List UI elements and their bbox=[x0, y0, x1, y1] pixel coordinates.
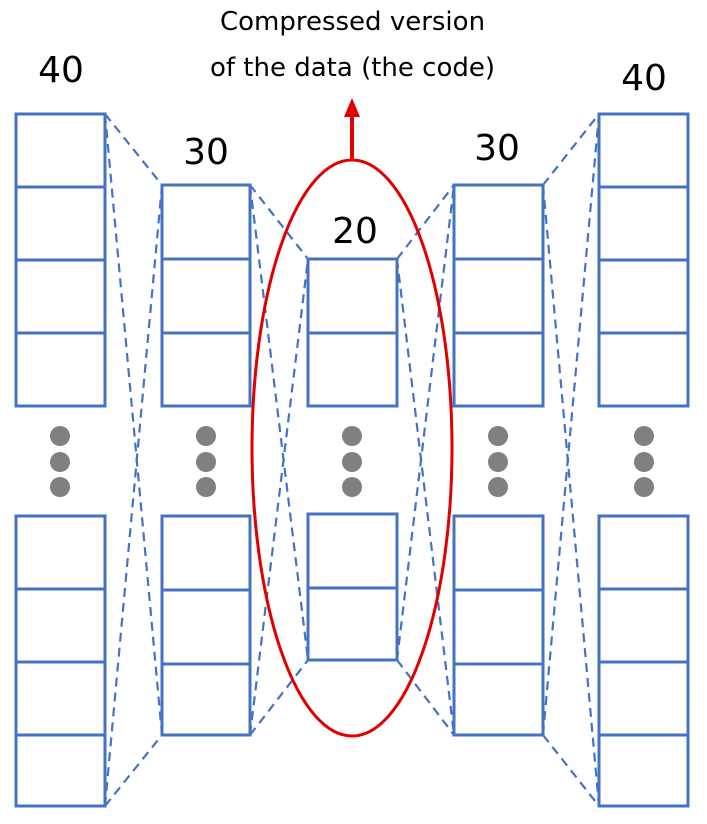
caption-line-1: Compressed version bbox=[219, 7, 486, 37]
neuron-cell bbox=[597, 587, 690, 664]
neuron-cell bbox=[306, 331, 399, 408]
connection-line bbox=[396, 184, 455, 260]
layer-2 bbox=[160, 183, 252, 737]
layer-5 bbox=[597, 112, 690, 808]
layer-size-label: 40 bbox=[38, 50, 84, 91]
ellipsis-dot bbox=[342, 426, 362, 446]
connection-line bbox=[396, 659, 455, 736]
neuron-cell bbox=[452, 588, 545, 666]
neuron-cell bbox=[452, 183, 545, 261]
layer-labels: 40 30 20 30 40 bbox=[38, 50, 667, 252]
neuron-cell bbox=[14, 514, 107, 591]
neuron-cell bbox=[597, 733, 690, 808]
neuron-cell bbox=[160, 588, 252, 666]
neuron-cell bbox=[14, 733, 107, 808]
neuron-cell bbox=[14, 258, 107, 335]
caption-line-2: of the data (the code) bbox=[209, 53, 495, 83]
ellipsis-dot bbox=[634, 426, 654, 446]
ellipsis-dot bbox=[196, 452, 216, 472]
neuron-cell bbox=[160, 257, 252, 335]
neuron-cell bbox=[597, 514, 690, 591]
connection-line bbox=[249, 659, 309, 736]
neuron-cell bbox=[597, 331, 690, 408]
neuron-cell bbox=[597, 185, 690, 262]
neuron-cell bbox=[14, 185, 107, 262]
ellipsis-dot bbox=[634, 477, 654, 497]
ellipsis-dot bbox=[196, 426, 216, 446]
connection-line bbox=[542, 734, 600, 807]
neuron-cell bbox=[14, 112, 107, 189]
connection-line bbox=[103, 184, 164, 807]
neuron-cell bbox=[452, 514, 545, 592]
neuron-cell bbox=[14, 587, 107, 664]
connection-line bbox=[104, 113, 163, 186]
neuron-cell bbox=[14, 331, 107, 408]
neuron-cell bbox=[160, 514, 252, 592]
ellipsis-dot bbox=[488, 452, 508, 472]
neuron-cell bbox=[597, 112, 690, 189]
layer-size-label: 20 bbox=[332, 211, 378, 252]
ellipsis-dot bbox=[342, 452, 362, 472]
connection-lines bbox=[103, 113, 601, 807]
ellipsis-dot bbox=[634, 452, 654, 472]
neuron-cell bbox=[160, 183, 252, 261]
neuron-cell bbox=[306, 512, 399, 590]
layer-size-label: 40 bbox=[621, 58, 667, 99]
neuron-cell bbox=[597, 660, 690, 737]
neuron-cell bbox=[306, 586, 399, 662]
connection-line bbox=[249, 184, 309, 260]
layer-4 bbox=[452, 183, 545, 737]
neuron-cell bbox=[160, 662, 252, 737]
ellipsis-dot bbox=[50, 452, 70, 472]
connection-line bbox=[248, 258, 310, 736]
arrow-up-icon bbox=[344, 98, 360, 160]
connection-line bbox=[104, 734, 163, 807]
layer-size-label: 30 bbox=[183, 132, 229, 173]
layer-size-label: 30 bbox=[474, 128, 520, 169]
layer-1 bbox=[14, 112, 107, 808]
neuron-cell bbox=[306, 257, 399, 335]
ellipsis-dot bbox=[488, 477, 508, 497]
ellipsis-dot bbox=[50, 426, 70, 446]
neuron-cell bbox=[160, 331, 252, 408]
layer-3 bbox=[306, 257, 399, 662]
connection-line bbox=[395, 258, 456, 736]
neuron-cell bbox=[597, 258, 690, 335]
connection-line bbox=[541, 113, 601, 736]
connection-line bbox=[248, 184, 310, 661]
ellipsis-dot bbox=[50, 477, 70, 497]
connection-line bbox=[542, 113, 600, 186]
neuron-cell bbox=[452, 331, 545, 408]
ellipsis-dots bbox=[50, 426, 654, 497]
neuron-cell bbox=[452, 257, 545, 335]
ellipsis-dot bbox=[196, 477, 216, 497]
neuron-cell bbox=[14, 660, 107, 737]
layer-boxes bbox=[14, 112, 690, 808]
connection-line bbox=[541, 184, 601, 807]
ellipsis-dot bbox=[342, 477, 362, 497]
connection-line bbox=[395, 184, 456, 661]
neuron-cell bbox=[452, 662, 545, 737]
connection-line bbox=[103, 113, 164, 736]
ellipsis-dot bbox=[488, 426, 508, 446]
